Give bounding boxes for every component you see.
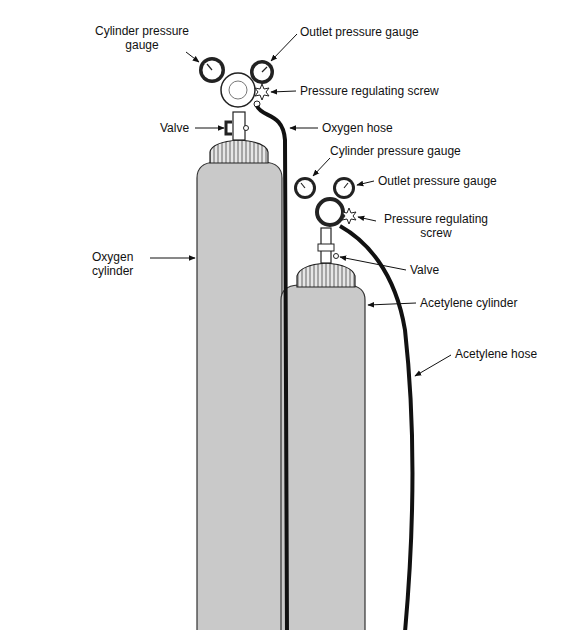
oxygen-regulator bbox=[221, 73, 255, 107]
leader-line bbox=[340, 257, 406, 270]
leader-line bbox=[186, 52, 199, 62]
leader-line bbox=[195, 128, 224, 129]
oxygen-hose bbox=[257, 106, 287, 630]
leader-line bbox=[313, 158, 330, 176]
gauge-needle bbox=[207, 64, 212, 70]
acetylene-cylinder-body bbox=[281, 285, 365, 630]
part-label: Acetylene hose bbox=[455, 347, 575, 361]
leader-line bbox=[357, 181, 374, 185]
part-label: Acetylene cylinder bbox=[420, 296, 570, 310]
gauge-face bbox=[254, 64, 271, 81]
part-label: Pressure regulating screw bbox=[300, 84, 460, 98]
leader-line bbox=[150, 258, 195, 259]
part-label: Valve bbox=[410, 263, 470, 277]
leader-line bbox=[368, 303, 416, 305]
oxygen-cylinder-body bbox=[197, 162, 282, 630]
acetylene-hose bbox=[340, 226, 413, 630]
part-label: Cylinder pressure gauge bbox=[330, 144, 490, 158]
gauge-needle bbox=[344, 183, 348, 188]
gauge-face bbox=[297, 180, 313, 196]
acetylene-outlet-gauge bbox=[333, 177, 355, 199]
part-label: Oxygen cylinder bbox=[92, 250, 154, 278]
part-label: Pressure regulating screw bbox=[378, 212, 494, 240]
oxygen-cylinder-cap bbox=[210, 140, 268, 163]
oxygen-valve-knob bbox=[244, 126, 249, 131]
leader-line bbox=[290, 128, 318, 129]
gauge-face bbox=[336, 180, 352, 196]
leader-line bbox=[271, 34, 297, 61]
acetylene-regulating-screw bbox=[342, 208, 356, 224]
gauge-needle bbox=[262, 67, 267, 72]
oxygen-valve-handle bbox=[226, 122, 232, 134]
part-label: Oxygen hose bbox=[322, 121, 422, 135]
part-label: Outlet pressure gauge bbox=[378, 174, 528, 188]
oxygen-cylinder-gauge bbox=[199, 57, 225, 83]
oxygen-outlet-gauge bbox=[250, 60, 274, 84]
part-label: Valve bbox=[160, 121, 200, 135]
valve-collar bbox=[318, 244, 334, 251]
regulator-detail bbox=[229, 81, 247, 99]
leader-line bbox=[271, 91, 296, 92]
part-label: Cylinder pressure gauge bbox=[88, 24, 196, 52]
leader-line bbox=[358, 217, 376, 221]
gauge-face bbox=[203, 61, 222, 80]
oxygen-valve bbox=[233, 112, 245, 140]
oxygen-regulating-screw bbox=[255, 84, 269, 100]
acetylene-regulator bbox=[317, 199, 343, 225]
acetylene-cylinder-cap bbox=[297, 263, 355, 287]
gauge-needle bbox=[301, 183, 305, 188]
acetylene-cylinder-gauge bbox=[294, 177, 316, 199]
leader-line bbox=[415, 355, 451, 376]
acetylene-valve-knob bbox=[334, 254, 339, 259]
part-label: Outlet pressure gauge bbox=[300, 25, 450, 39]
